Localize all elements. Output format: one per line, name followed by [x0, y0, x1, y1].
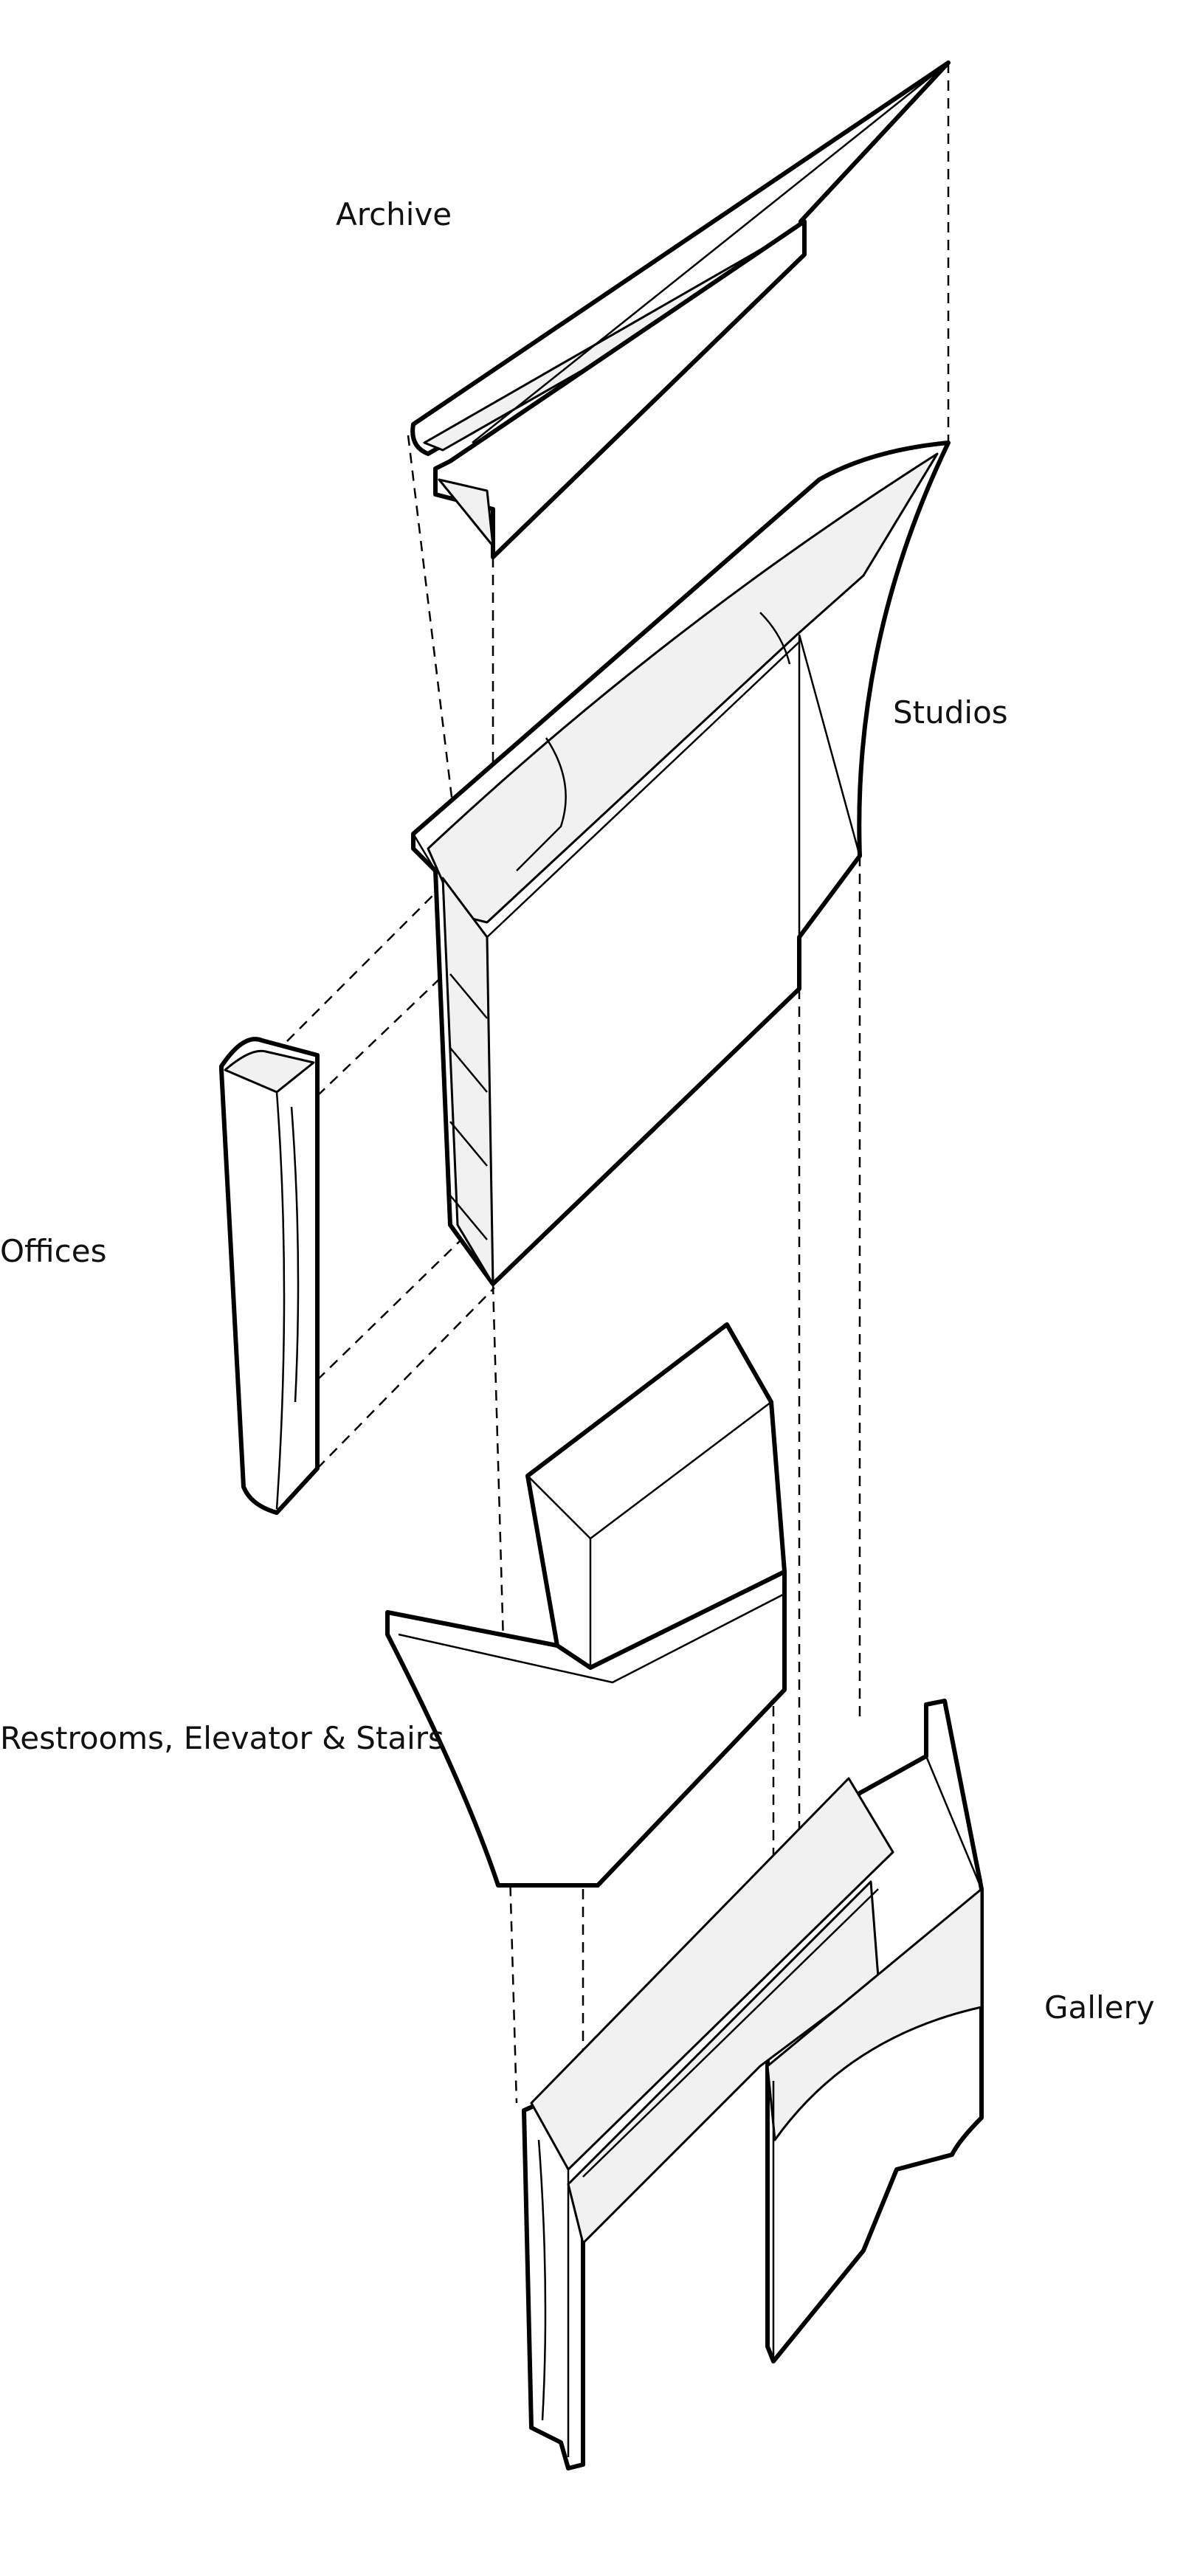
archive-volume [410, 61, 951, 559]
label-studios: Studios [893, 694, 1008, 731]
gallery-volume [522, 1699, 984, 2470]
studios-volume [411, 441, 951, 1286]
restrooms-volume [385, 1322, 787, 1888]
label-gallery: Gallery [1044, 1989, 1155, 2026]
label-archive: Archive [336, 196, 452, 232]
label-offices: Offices [0, 1233, 107, 1269]
offices-volume [219, 1037, 320, 1515]
label-restrooms: Restrooms, Elevator & Stairs [0, 1720, 444, 1756]
